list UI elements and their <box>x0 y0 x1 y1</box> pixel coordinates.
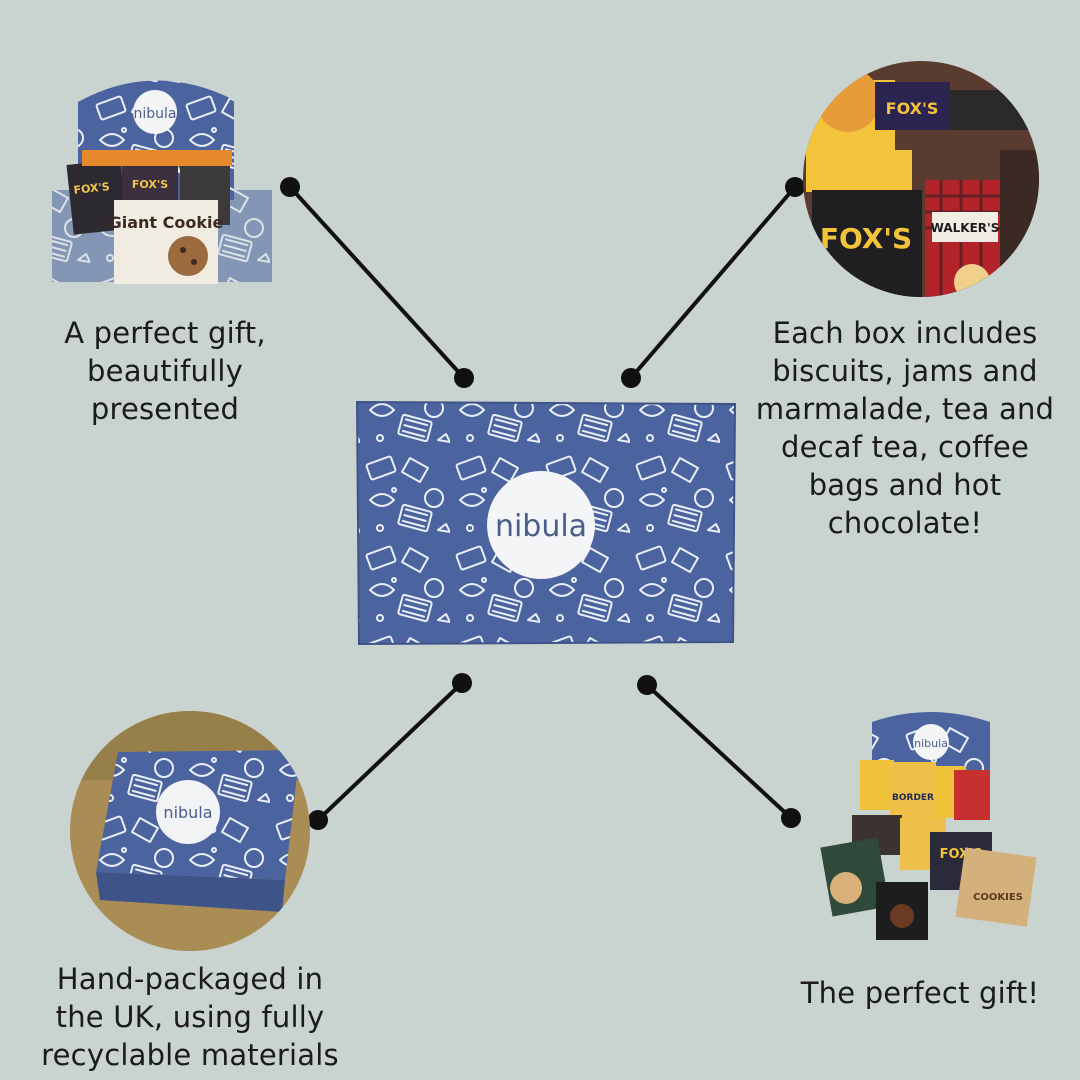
photo-closed-box-bottom-left: nibula <box>70 711 310 951</box>
center-logo: nibula <box>487 471 595 579</box>
bottom-left-logo-text: nibula <box>163 803 212 822</box>
photo-open-box-top-left: nibula FOX'S FOX'S Giant Cookie <box>52 60 272 285</box>
caption-top-left-line-3: presented <box>90 392 240 426</box>
top-left-logo-text: nibula <box>134 106 177 122</box>
top-left-foxs-label-1: FOX'S <box>73 180 110 197</box>
caption-top-right-line-2: biscuits, jams and <box>772 354 1038 388</box>
center-logo-text: nibula <box>495 509 587 544</box>
top-right-walkers-label: WALKER'S <box>931 221 1000 235</box>
caption-top-right-line-1: Each box includes <box>772 316 1038 350</box>
caption-top-right-line-6: chocolate! <box>827 506 983 540</box>
connector-top-right <box>621 177 805 388</box>
connector-bottom-left <box>308 673 472 830</box>
top-left-foxs-label-2: FOX'S <box>132 178 168 191</box>
photo-biscuits-top-right: FOX'S FOX'S WALKER'S <box>803 61 1039 297</box>
caption-bottom-left: Hand-packaged in the UK, using fully rec… <box>20 960 360 1074</box>
center-gift-box: nibula <box>355 400 737 646</box>
connector-bottom-right <box>637 675 801 828</box>
caption-bottom-left-line-1: Hand-packaged in <box>56 962 324 996</box>
caption-top-right-line-5: bags and hot <box>808 468 1002 502</box>
caption-bottom-left-line-2: the UK, using fully <box>55 1000 325 1034</box>
bottom-right-border-label: BORDER <box>892 793 934 803</box>
photo-snack-box-bottom-right: nibula BORDER FOX'S COOKIES <box>820 712 1037 940</box>
caption-top-right-line-4: decaf tea, coffee <box>780 430 1029 464</box>
caption-bottom-left-line-3: recyclable materials <box>41 1038 339 1072</box>
bottom-right-logo-text: nibula <box>914 737 948 750</box>
connector-top-left <box>280 177 474 388</box>
caption-top-right: Each box includes biscuits, jams and mar… <box>740 314 1070 542</box>
bottom-right-cookies-label: COOKIES <box>973 892 1023 903</box>
top-left-cookie-label: Giant Cookie <box>109 213 224 232</box>
caption-top-left: A perfect gift, beautifully presented <box>30 314 300 428</box>
caption-top-left-line-2: beautifully <box>87 354 243 388</box>
caption-bottom-right-line-1: The perfect gift! <box>800 976 1040 1010</box>
caption-bottom-right: The perfect gift! <box>770 974 1070 1012</box>
caption-top-left-line-1: A perfect gift, <box>64 316 266 350</box>
top-right-foxs-label-small: FOX'S <box>886 99 939 118</box>
top-right-foxs-label-big: FOX'S <box>820 222 912 255</box>
caption-top-right-line-3: marmalade, tea and <box>755 392 1055 426</box>
